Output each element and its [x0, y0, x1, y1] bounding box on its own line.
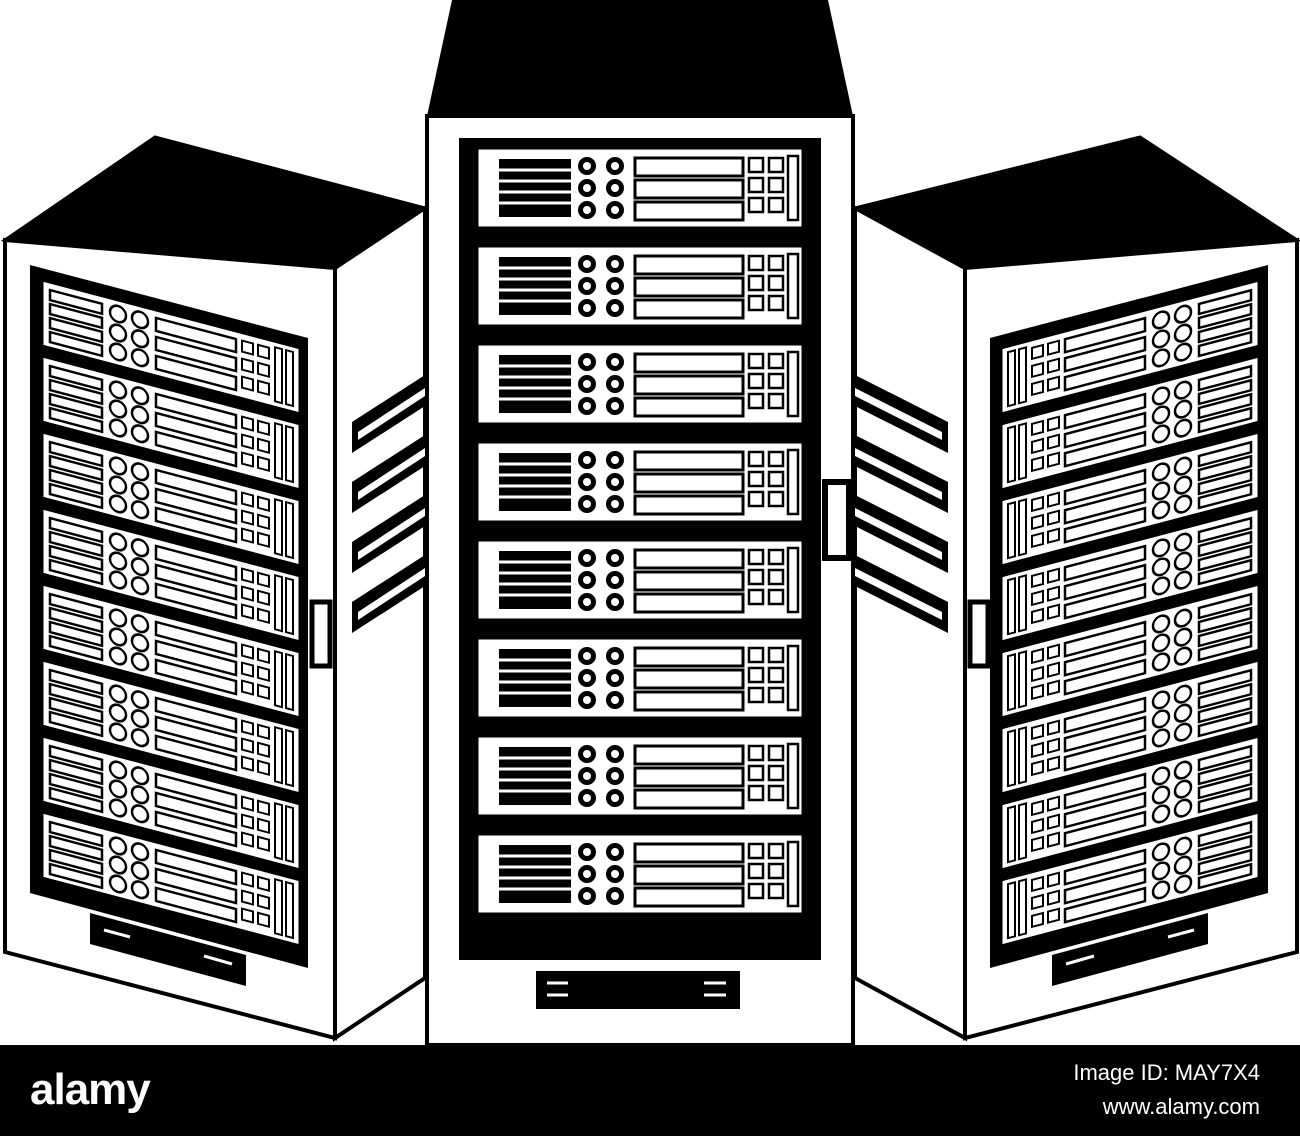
right-rack-bottom-vent	[1052, 913, 1208, 986]
alamy-logo: alamy	[30, 1065, 151, 1114]
left-rack-bottom-vent	[90, 913, 246, 986]
right-server-rack	[850, 135, 1300, 1042]
right-rack-handle	[967, 599, 991, 669]
site-url-text: www.alamy.com	[1102, 1094, 1260, 1119]
left-rack-side-vents	[352, 375, 425, 633]
center-server-rack	[425, 0, 855, 1045]
stock-footer-bar: alamy Image ID: MAY7X4 www.alamy.com	[0, 1045, 1300, 1136]
center-rack-bottom-vent	[536, 971, 740, 1009]
image-id-text: Image ID: MAY7X4	[1073, 1060, 1260, 1085]
right-rack-side-vents	[855, 375, 948, 633]
center-rack-handle	[822, 479, 852, 561]
left-rack-handle	[309, 599, 333, 669]
server-racks-illustration	[0, 0, 1300, 1045]
left-server-rack	[0, 135, 429, 1042]
